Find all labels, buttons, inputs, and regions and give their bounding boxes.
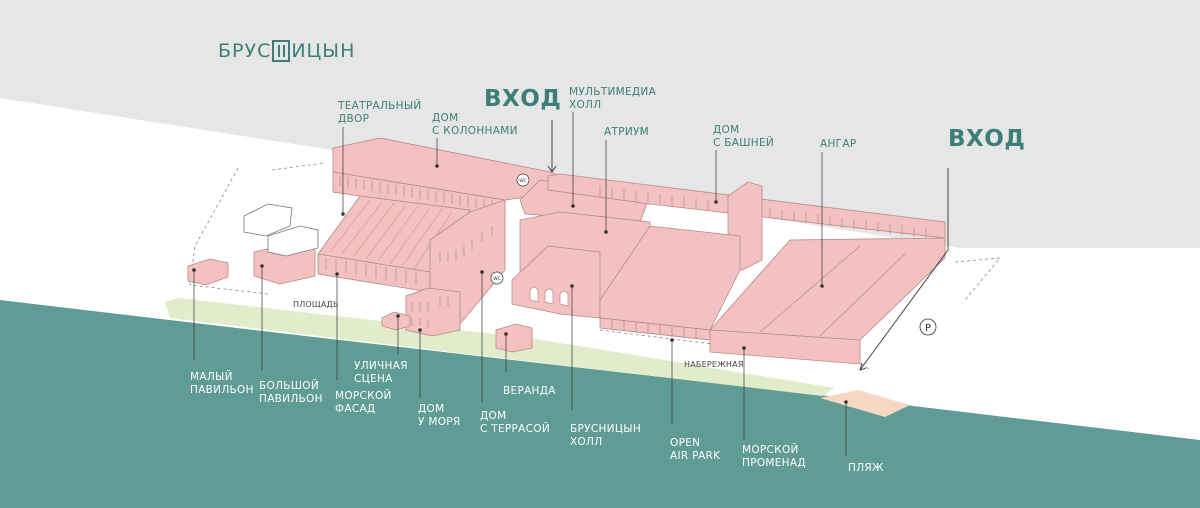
label-leaders xyxy=(193,112,847,456)
label-atrium: АТРИУМ xyxy=(604,126,650,138)
label-sea-house: ДОМ У МОРЯ xyxy=(418,403,461,428)
label-tower-house: ДОМ С БАШНЕЙ xyxy=(713,124,775,149)
entrance-arrow-top xyxy=(547,120,557,173)
parking-icon: P xyxy=(919,318,937,336)
theatre-roof-hatch xyxy=(329,199,453,270)
brusnitsyn-arches xyxy=(529,286,569,307)
label-small-pavilion: МАЛЫЙ ПАВИЛЬОН xyxy=(190,371,254,396)
svg-text:WC: WC xyxy=(519,178,527,184)
empty-lot-2 xyxy=(267,225,319,257)
brand-logo: БРУС ИЦЫН xyxy=(218,40,355,62)
label-embankment: НАБЕРЕЖНАЯ xyxy=(684,360,744,369)
brand-mark-icon xyxy=(272,40,291,62)
svg-text:WC: WC xyxy=(493,276,501,282)
label-sea-facade: МОРСКОЙ ФАСАД xyxy=(335,390,392,415)
label-terrace-house: ДОМ С ТЕРРАСОЙ xyxy=(480,410,551,435)
sea-facade-windows xyxy=(325,258,417,285)
label-column-house: ДОМ С КОЛОННАМИ xyxy=(432,112,518,137)
label-multimedia-hall: МУЛЬТИМЕДИА ХОЛЛ xyxy=(569,86,657,111)
colonnade-columns xyxy=(611,320,697,339)
wc-icon-2: WC xyxy=(490,271,504,285)
sea-house-windows xyxy=(411,296,449,328)
entrance-arrow-right xyxy=(859,168,949,371)
wc-icon: WC xyxy=(516,173,530,187)
label-hangar: АНГАР xyxy=(820,138,857,150)
label-big-pavilion: БОЛЬШОЙ ПАВИЛЬОН xyxy=(259,380,323,405)
label-sea-promenade: МОРСКОЙ ПРОМЕНАД xyxy=(742,444,806,469)
street-stage-shape xyxy=(381,311,411,331)
beach-area xyxy=(820,390,910,417)
hangar-ridge xyxy=(759,245,906,337)
terrace-house-windows xyxy=(439,226,493,262)
veranda-shape xyxy=(495,323,533,353)
background-area xyxy=(0,0,1200,248)
svg-text:P: P xyxy=(925,323,931,334)
column-house-windows xyxy=(339,176,493,211)
label-brusnitsyn-hall: БРУСНИЦЫН ХОЛЛ xyxy=(570,423,642,448)
label-open-air-park: OPEN AIR PARK xyxy=(670,437,721,462)
entrance-label-top: ВХОД xyxy=(484,86,562,112)
label-beach: ПЛЯЖ xyxy=(848,462,884,474)
label-square: ПЛОЩАДЬ xyxy=(293,300,339,309)
small-pavilion-shape xyxy=(187,258,229,286)
sea-area xyxy=(0,300,1200,508)
leader-dots xyxy=(192,164,848,404)
label-theatre-yard: ТЕАТРАЛЬНЫЙ ДВОР xyxy=(338,100,422,125)
label-veranda: ВЕРАНДА xyxy=(503,385,556,397)
entrance-label-right: ВХОД xyxy=(948,126,1026,152)
brand-text-right: ИЦЫН xyxy=(291,40,356,62)
brand-text-left: БРУС xyxy=(218,40,272,62)
hangar-front xyxy=(709,329,861,365)
sea-house xyxy=(405,287,461,337)
label-street-stage: УЛИЧНАЯ СЦЕНА xyxy=(354,360,408,385)
tower-house-windows xyxy=(599,186,927,238)
empty-lot xyxy=(243,203,293,237)
